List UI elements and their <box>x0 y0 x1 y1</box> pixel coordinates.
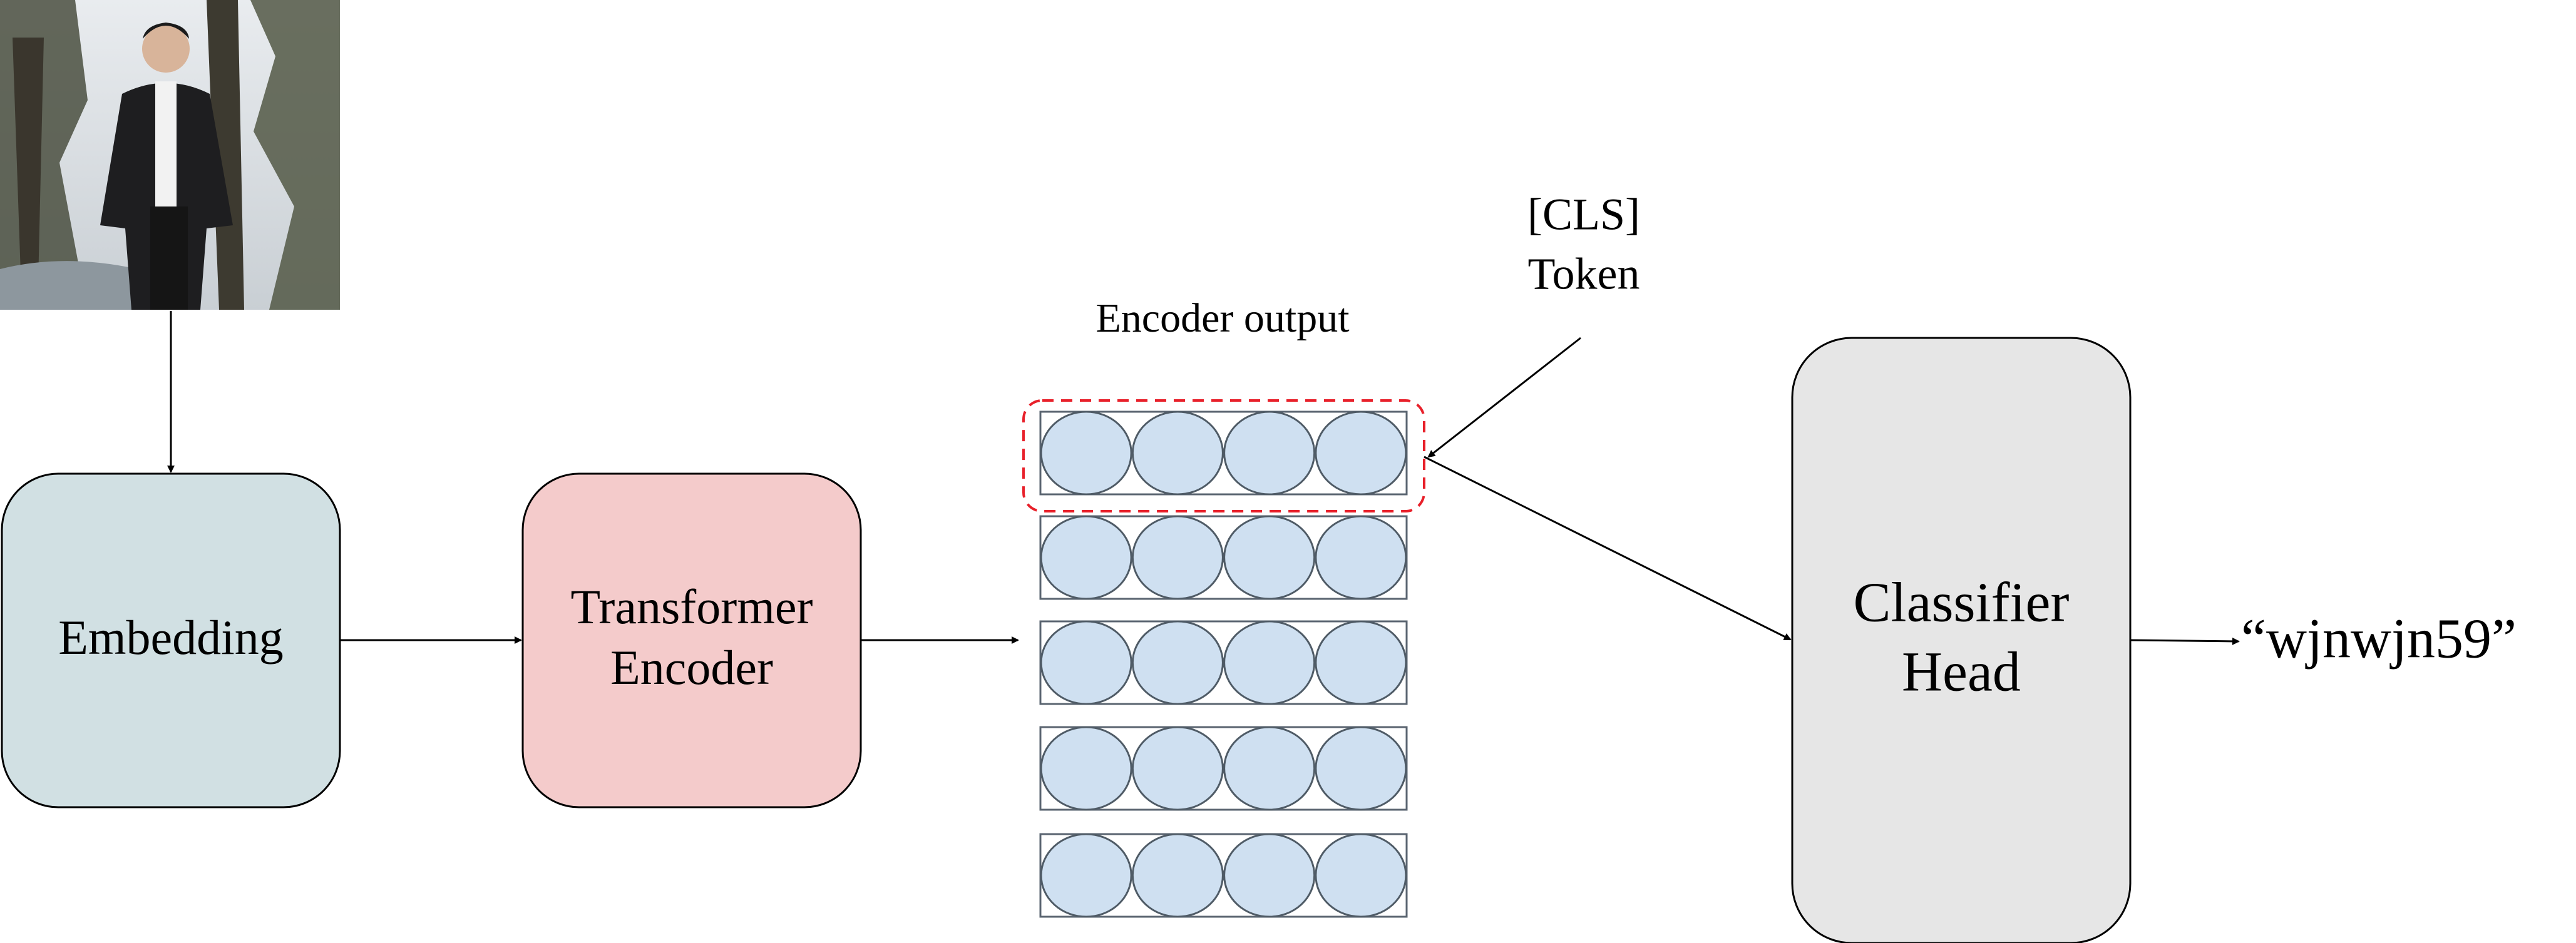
token-circle <box>1131 515 1224 600</box>
token-circle <box>1223 833 1316 918</box>
person-photo-icon <box>0 0 340 310</box>
token-circle <box>1131 410 1224 496</box>
token-circle <box>1223 726 1316 811</box>
cls-label-line2: Token <box>1528 249 1640 299</box>
token-circle <box>1040 620 1132 705</box>
token-circle <box>1131 726 1224 811</box>
token-circle <box>1315 410 1407 496</box>
embedding-label: Embedding <box>58 610 284 665</box>
cls-token-highlight <box>1022 399 1425 512</box>
input-photo <box>0 0 340 310</box>
arrow-cls-to-classifier <box>1424 456 1792 641</box>
classifier-label-line1: Classifier <box>1854 572 2070 634</box>
token-circle <box>1040 515 1132 600</box>
arrow-cls-label-to-token <box>1427 337 1581 458</box>
transformer-encoder-block: Transformer Encoder <box>521 472 862 808</box>
output-label: “wjnwjn59” <box>2241 608 2517 670</box>
token-circle <box>1040 410 1132 496</box>
embedding-block: Embedding <box>1 472 341 808</box>
encoder-output-label: Encoder output <box>1096 295 1349 341</box>
arrow-classifier-to-output <box>2130 637 2240 645</box>
classifier-label-line2: Head <box>1902 641 2021 703</box>
classifier-head-block: Classifier Head <box>1791 337 2132 943</box>
token-circle <box>1223 515 1316 600</box>
token-circle <box>1315 620 1407 705</box>
token-circle <box>1315 833 1407 918</box>
token-circle <box>1315 726 1407 811</box>
token-circle <box>1040 726 1132 811</box>
token-circle <box>1223 410 1316 496</box>
token-circle <box>1223 620 1316 705</box>
token-circle <box>1131 833 1224 918</box>
token-circle <box>1315 515 1407 600</box>
transformer-label-line1: Transformer <box>570 579 813 634</box>
cls-label-line1: [CLS] <box>1527 190 1640 240</box>
token-circle <box>1131 620 1224 705</box>
encoder-output-tokens <box>1039 410 1408 918</box>
token-circle <box>1040 833 1132 918</box>
transformer-label-line2: Encoder <box>610 640 773 695</box>
